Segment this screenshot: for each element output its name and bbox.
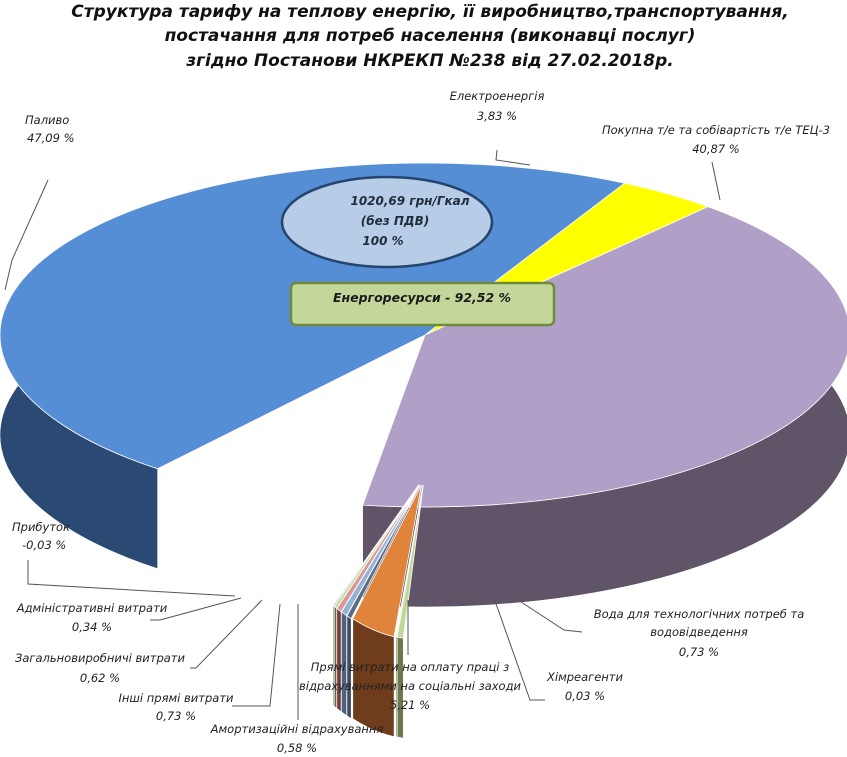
label-purchased-value: 40,87 % <box>692 142 740 156</box>
label-leader-lines <box>4 149 721 720</box>
leader-fuel <box>4 179 49 291</box>
label-water-value: 0,73 % <box>679 645 719 659</box>
label-fuel-value: 47,09 % <box>27 131 75 145</box>
slice-chem <box>395 484 424 638</box>
label-admin-name: Адміністративні витрати <box>16 601 168 615</box>
label-general-name: Загальновиробничі витрати <box>15 651 186 665</box>
center-vat-note: (без ПДВ) <box>361 214 430 228</box>
leader-admin <box>150 597 242 621</box>
leader-electricity <box>495 149 531 166</box>
label-admin-value: 0,34 % <box>72 620 112 634</box>
label-chem-value: 0,03 % <box>565 689 605 703</box>
label-water-name-2: водовідведення <box>650 625 748 639</box>
slice-purchased <box>362 206 847 508</box>
label-other-direct-value: 0,73 % <box>156 709 196 723</box>
label-chem-name: Хімреагенти <box>546 670 624 684</box>
center-total-callout: 1020,69 грн/Гкал (без ПДВ) 100 % <box>280 175 494 269</box>
center-total-value: 1020,69 грн/Гкал <box>350 194 469 208</box>
label-amort-value: 0,58 % <box>277 741 317 755</box>
leader-chem <box>493 597 545 701</box>
label-general-value: 0,62 % <box>80 671 120 685</box>
slice-profit <box>332 484 420 607</box>
label-electricity-value: 3,83 % <box>477 109 517 123</box>
label-purchased-name: Покупна т/е та собівартість т/е ТЕЦ-3 <box>602 123 830 137</box>
label-electricity-name: Електроенергія <box>450 89 545 103</box>
label-labour-name-2: відрахуваннями на соціальні заходи <box>299 679 522 693</box>
label-amort-name: Амортизаційні відрахування <box>210 722 384 736</box>
chart-title-line-2: постачання для потреб населення (виконав… <box>165 26 696 46</box>
label-other-direct-name: Інші прямі витрати <box>118 691 234 705</box>
chart-title-line-1: Структура тарифу на теплову енергію, її … <box>71 2 789 22</box>
center-percent: 100 % <box>362 234 403 248</box>
energy-resources-label: Енергоресурси - 92,52 % <box>333 290 511 305</box>
leader-purchased <box>711 161 721 201</box>
leader-profit <box>27 560 236 597</box>
label-labour-name-1: Прямі витрати на оплату праці з <box>311 660 510 674</box>
chart-title-line-3: згідно Постанови НКРЕКП №238 від 27.02.2… <box>185 51 673 71</box>
leader-water <box>514 597 583 633</box>
label-water-name-1: Вода для технологічних потреб та <box>594 607 805 621</box>
energy-resources-callout: Енергоресурси - 92,52 % <box>289 281 556 327</box>
energy-resources-box <box>289 281 556 327</box>
leader-other-direct <box>232 603 281 707</box>
label-profit-value: -0,03 % <box>22 538 66 552</box>
slice-labels: Паливо 47,09 % Електроенергія 3,83 % Пок… <box>12 89 830 755</box>
label-labour-value: 5,21 % <box>390 698 430 712</box>
slice-side-labour <box>352 618 395 738</box>
label-fuel-name: Паливо <box>25 113 69 127</box>
center-ellipse <box>280 175 494 269</box>
slice-labour <box>352 484 422 638</box>
label-profit-name: Прибуток <box>12 520 70 534</box>
leader-general <box>190 599 263 669</box>
